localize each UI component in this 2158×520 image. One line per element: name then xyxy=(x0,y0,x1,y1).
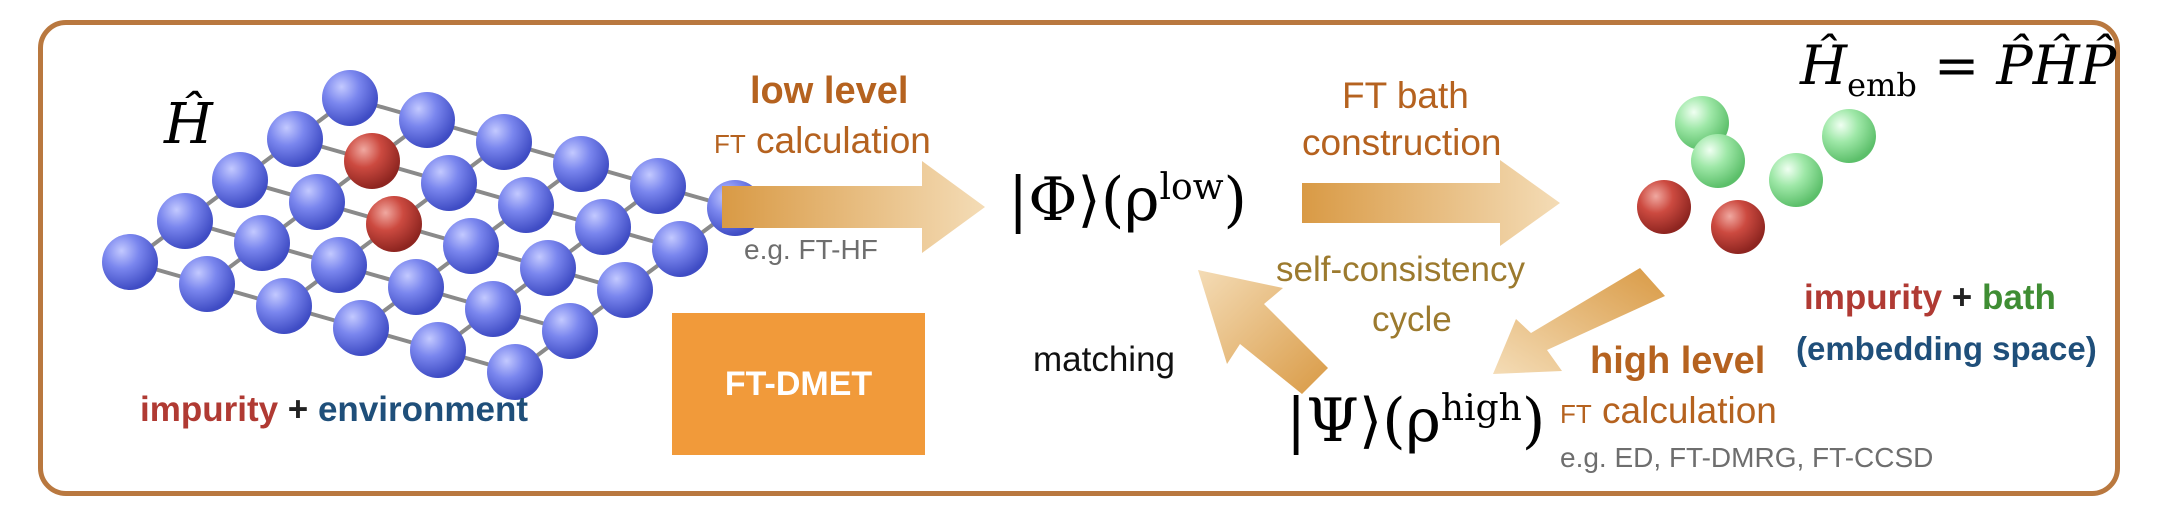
environment-site xyxy=(311,237,367,293)
bath-site xyxy=(1769,153,1823,207)
embedding-hamiltonian: Ĥemb = P̂ĤP̂ xyxy=(1800,34,2116,104)
environment-site xyxy=(333,300,389,356)
psi-close: ) xyxy=(1521,386,1546,456)
embedding-space-label: (embedding space) xyxy=(1796,330,2097,367)
bath-site xyxy=(1691,134,1745,188)
environment-site xyxy=(630,158,686,214)
low-level-calc: FT calculation xyxy=(714,120,931,162)
h-emb-subscript: emb xyxy=(1847,65,1917,104)
environment-site xyxy=(652,221,708,277)
environment-site xyxy=(212,152,268,208)
environment-site xyxy=(388,259,444,315)
self-consistency-line2: cycle xyxy=(1372,300,1452,339)
embedding-spheres xyxy=(1637,96,1876,254)
bath-word: bath xyxy=(1981,278,2056,317)
low-level-title: low level xyxy=(750,70,909,112)
ft-dmet-box: FT-DMET xyxy=(672,313,925,455)
phi-ket: |Φ⟩(ρ xyxy=(1008,165,1160,235)
self-consistency-line1: self-consistency xyxy=(1276,250,1525,289)
calc-word: calculation xyxy=(745,120,931,161)
psi-state: |Ψ⟩(ρhigh) xyxy=(1286,386,1545,456)
environment-site xyxy=(421,155,477,211)
environment-site xyxy=(465,281,521,337)
environment-site xyxy=(102,234,158,290)
bath-line1: FT bath xyxy=(1342,75,1469,116)
high-level-example: e.g. ED, FT-DMRG, FT-CCSD xyxy=(1560,442,1934,473)
psi-ket: |Ψ⟩(ρ xyxy=(1286,386,1441,456)
impurity-site xyxy=(366,196,422,252)
environment-site xyxy=(553,136,609,192)
ft-prefix: FT xyxy=(1560,399,1592,429)
psi-superscript: high xyxy=(1440,388,1522,429)
environment-site xyxy=(487,344,543,400)
impurity-word: impurity xyxy=(1804,278,1943,317)
environment-site xyxy=(322,70,378,126)
environment-site xyxy=(542,303,598,359)
environment-site xyxy=(157,193,213,249)
ft-prefix: FT xyxy=(714,129,746,159)
environment-site xyxy=(289,174,345,230)
environment-site xyxy=(520,240,576,296)
high-level-title: high level xyxy=(1590,340,1766,382)
impurity-word: impurity xyxy=(140,390,279,429)
hamiltonian-label: Ĥ xyxy=(164,92,213,157)
environment-site xyxy=(443,218,499,274)
impurity-site xyxy=(1711,200,1765,254)
high-level-arrow xyxy=(1493,268,1665,374)
phi-superscript: low xyxy=(1159,167,1224,208)
low-level-example: e.g. FT-HF xyxy=(744,234,878,265)
h-emb-rhs: = P̂ĤP̂ xyxy=(1916,34,2117,97)
h-emb-symbol: Ĥ xyxy=(1800,34,1848,97)
plus-sign: + xyxy=(1942,278,1982,317)
bath-site xyxy=(1822,109,1876,163)
phi-close: ) xyxy=(1223,165,1247,235)
plus-sign: + xyxy=(278,390,318,429)
bath-construction-arrow xyxy=(1302,160,1560,246)
bath-line2: construction xyxy=(1302,122,1502,163)
environment-site xyxy=(399,92,455,148)
diagram-frame xyxy=(38,20,2120,496)
phi-state: |Φ⟩(ρlow) xyxy=(1008,165,1247,235)
matching-arrow xyxy=(1198,270,1328,394)
impurity-site xyxy=(1637,180,1691,234)
environment-site xyxy=(179,256,235,312)
environment-site xyxy=(476,114,532,170)
embedding-caption: impurity + bath xyxy=(1804,278,2056,318)
high-level-calc: FT calculation xyxy=(1560,390,1777,432)
environment-site xyxy=(267,111,323,167)
low-level-arrow xyxy=(722,161,985,253)
environment-site xyxy=(575,199,631,255)
matching-label: matching xyxy=(1033,340,1176,379)
impurity-site xyxy=(344,133,400,189)
environment-site xyxy=(256,278,312,334)
environment-site xyxy=(410,322,466,378)
ft-dmet-label: FT-DMET xyxy=(724,364,873,403)
calc-word: calculation xyxy=(1591,390,1777,431)
environment-site xyxy=(234,215,290,271)
environment-word: environment xyxy=(317,390,529,429)
environment-site xyxy=(597,262,653,318)
lattice-caption: impurity + environment xyxy=(140,390,528,430)
environment-site xyxy=(498,177,554,233)
